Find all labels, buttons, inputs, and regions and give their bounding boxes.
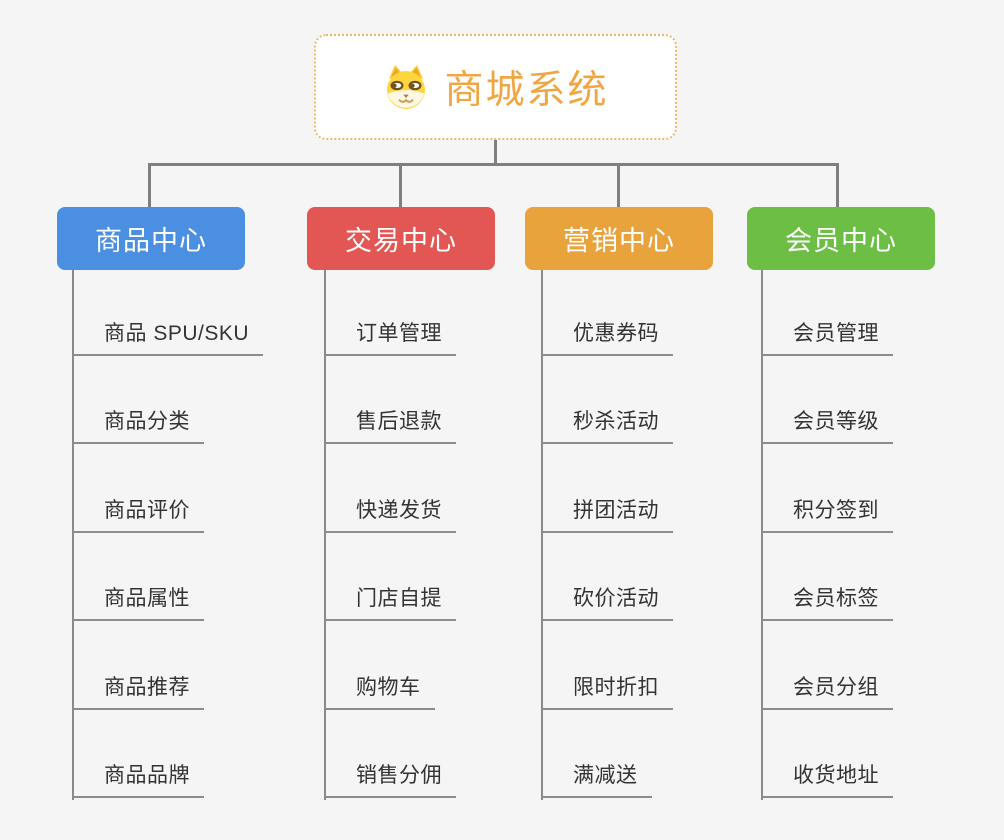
- root-title: 商城系统: [444, 69, 609, 112]
- leaf-node[interactable]: 门店自提: [324, 581, 456, 621]
- leaf-node[interactable]: 购物车: [324, 670, 435, 710]
- leaf-node[interactable]: 商品属性: [72, 581, 204, 621]
- connector-drop-marketing: [617, 163, 620, 208]
- leaf-node[interactable]: 收货地址: [761, 758, 893, 798]
- branch-node-member-center[interactable]: 会员中心: [747, 207, 935, 270]
- connector-drop-member: [836, 163, 839, 208]
- branch-node-marketing-center[interactable]: 营销中心: [525, 207, 713, 270]
- leaf-node[interactable]: 积分签到: [761, 493, 893, 533]
- connector-column-trade: [324, 270, 326, 800]
- leaf-node[interactable]: 秒杀活动: [541, 404, 673, 444]
- leaf-node[interactable]: 商品评价: [72, 493, 204, 533]
- shiba-dog-icon: [382, 63, 430, 111]
- leaf-node[interactable]: 商品 SPU/SKU: [72, 316, 264, 356]
- connector-root-stem: [494, 140, 497, 166]
- connector-drop-trade: [399, 163, 402, 208]
- leaf-node[interactable]: 砍价活动: [541, 581, 673, 621]
- branch-node-trade-center[interactable]: 交易中心: [307, 207, 495, 270]
- connector-column-marketing: [541, 270, 543, 800]
- connector-column-product: [72, 270, 74, 800]
- leaf-node[interactable]: 售后退款: [324, 404, 456, 444]
- branch-node-product-center[interactable]: 商品中心: [57, 207, 245, 270]
- leaf-node[interactable]: 拼团活动: [541, 493, 673, 533]
- root-node[interactable]: 商城系统: [314, 34, 677, 140]
- leaf-node[interactable]: 会员等级: [761, 404, 893, 444]
- connector-column-member: [761, 270, 763, 800]
- leaf-node[interactable]: 商品分类: [72, 404, 204, 444]
- leaf-node[interactable]: 限时折扣: [541, 670, 673, 710]
- leaf-node[interactable]: 商品品牌: [72, 758, 204, 798]
- leaf-node[interactable]: 会员分组: [761, 670, 893, 710]
- leaf-node[interactable]: 满减送: [541, 758, 652, 798]
- connector-drop-product: [148, 163, 151, 208]
- leaf-node[interactable]: 优惠券码: [541, 316, 673, 356]
- leaf-node[interactable]: 快递发货: [324, 493, 456, 533]
- connector-bus: [148, 163, 839, 166]
- leaf-node[interactable]: 会员管理: [761, 316, 893, 356]
- leaf-node[interactable]: 会员标签: [761, 581, 893, 621]
- leaf-node[interactable]: 商品推荐: [72, 670, 204, 710]
- leaf-node[interactable]: 销售分佣: [324, 758, 456, 798]
- leaf-node[interactable]: 订单管理: [324, 316, 456, 356]
